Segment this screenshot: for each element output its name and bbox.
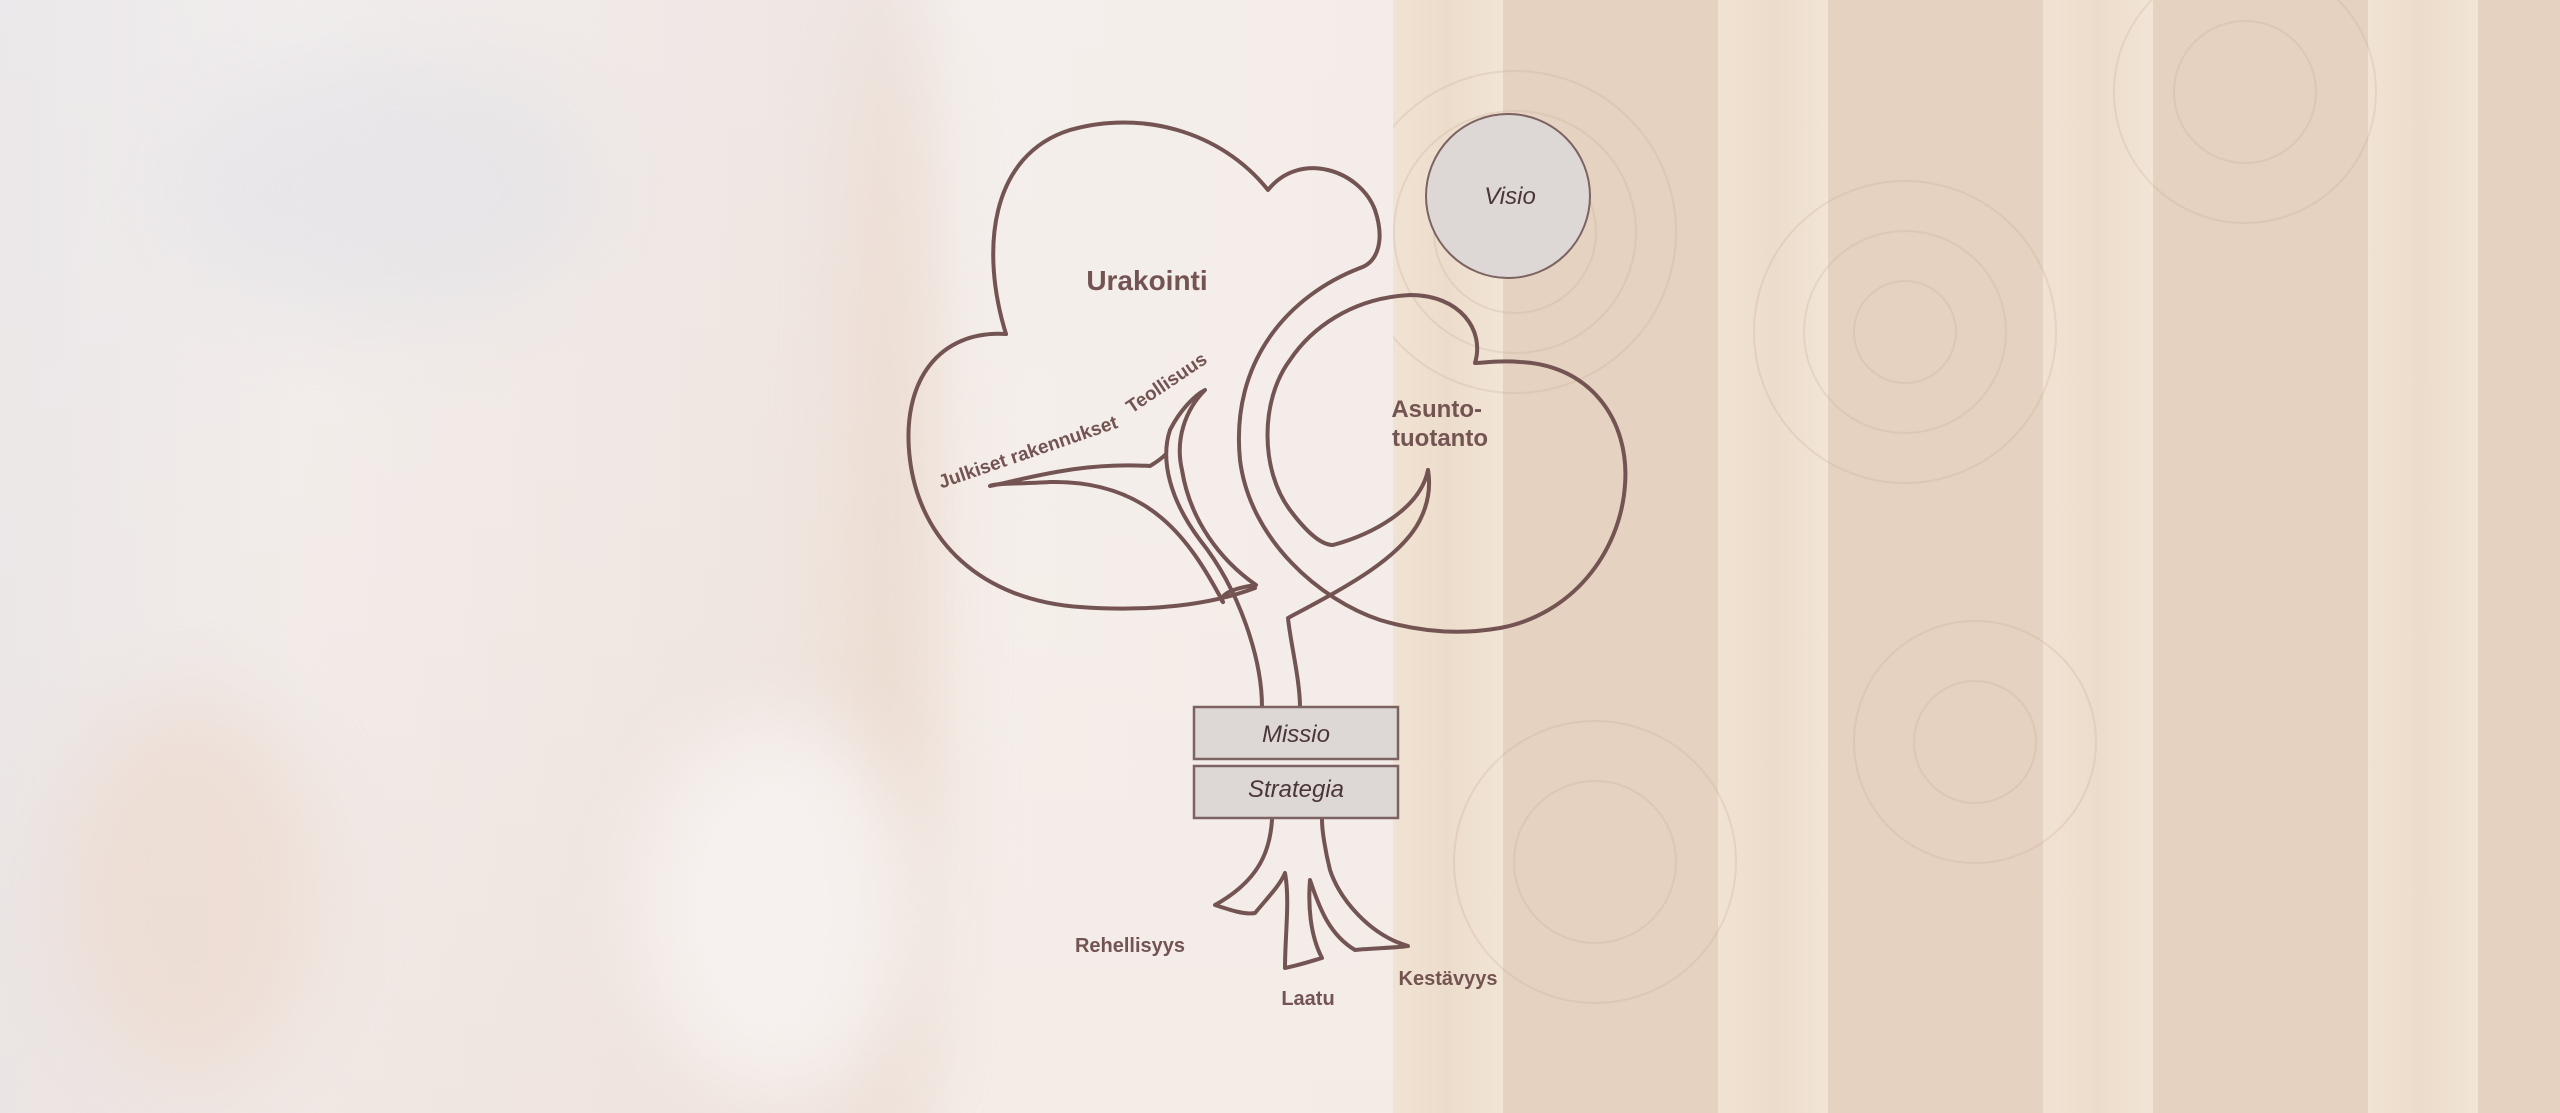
roots-outline bbox=[1213, 818, 1410, 970]
visio-sun-circle bbox=[1425, 113, 1591, 279]
root-label-rehellisyys: Rehellisyys bbox=[1075, 935, 1185, 957]
right-crown-label: Asunto- tuotanto bbox=[1391, 396, 1488, 452]
blurred-background bbox=[0, 0, 1393, 1113]
left-branch bbox=[988, 453, 1225, 604]
strategia-label: Strategia bbox=[1248, 776, 1344, 803]
right-crown-label-line2: tuotanto bbox=[1392, 425, 1488, 452]
tree-trunk bbox=[1164, 388, 1431, 709]
upper-branch-label: Teollisuus bbox=[1123, 349, 1211, 418]
visio-label: Visio bbox=[1484, 183, 1536, 210]
wood-panel-background bbox=[1393, 0, 2560, 1113]
main-crown-label: Urakointi bbox=[1086, 265, 1207, 296]
left-crown-outline bbox=[906, 331, 1257, 611]
main-crown-outline bbox=[991, 120, 1382, 336]
root-label-laatu: Laatu bbox=[1281, 988, 1334, 1010]
root-label-kestavyys: Kestävyys bbox=[1399, 968, 1498, 990]
right-crown-label-line1: Asunto- bbox=[1391, 396, 1482, 423]
right-crown-outline bbox=[1236, 266, 1628, 634]
strategia-box bbox=[1192, 764, 1400, 820]
missio-label: Missio bbox=[1262, 721, 1330, 748]
missio-box bbox=[1192, 705, 1400, 761]
